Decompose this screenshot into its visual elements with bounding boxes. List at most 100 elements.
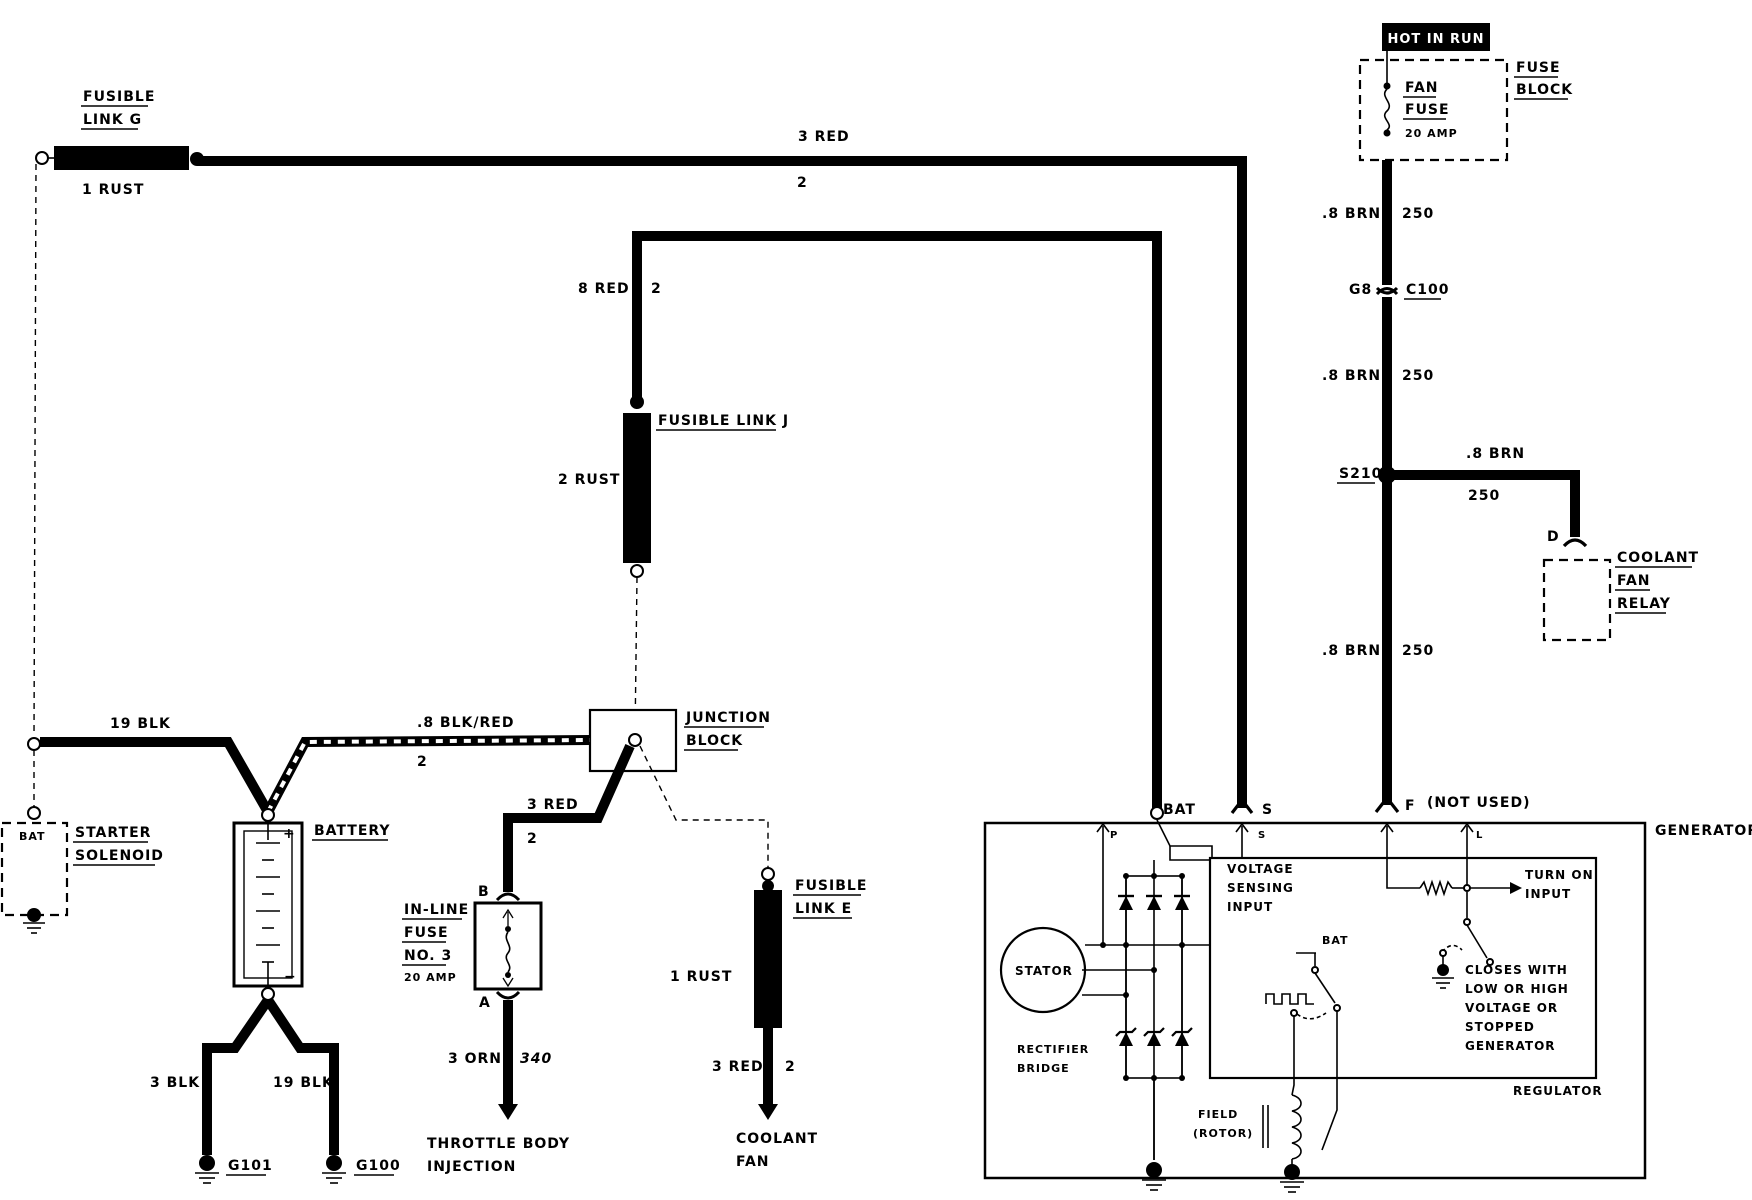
l-label: L (1476, 830, 1483, 841)
coolant-fan-relay-label-2: FAN (1617, 573, 1651, 589)
wire-1-rust: 1 RUST (82, 182, 144, 198)
voltage-sensing-1: VOLTAGE (1227, 862, 1294, 876)
hot-in-run-label: HOT IN RUN (1387, 32, 1484, 47)
stator (999, 926, 1210, 1014)
relay-pin-d: D (1547, 529, 1560, 545)
inline-fuse-label-1: IN-LINE (404, 902, 469, 918)
rectifier-label-2: BRIDGE (1017, 1062, 1070, 1075)
inline-fuse-label-3: NO. 3 (404, 948, 452, 964)
turn-on-input-1: TURN ON (1525, 868, 1594, 882)
battery-label: BATTERY (314, 823, 391, 839)
generator-label: GENERATOR (1655, 823, 1752, 839)
turn-on-input-2: INPUT (1525, 887, 1571, 901)
wire-3-orn: 3 ORN (448, 1051, 502, 1067)
fan-fuse-label-1: FAN (1405, 80, 1439, 96)
wire-250-4: 250 (1402, 643, 1434, 659)
fuse-block-label-2: BLOCK (1516, 82, 1573, 98)
reg-bat-label: BAT (1322, 934, 1349, 947)
coolant-fan-relay-label-3: RELAY (1617, 596, 1671, 612)
fusible-link-g (35, 146, 1254, 814)
wire-250-2: 250 (1402, 368, 1434, 384)
voltage-sensing-3: INPUT (1227, 900, 1273, 914)
generator-ground-icon (1142, 1162, 1166, 1191)
voltage-sensing-2: SENSING (1227, 881, 1294, 895)
battery (232, 821, 304, 988)
wire-2-rust: 2 RUST (558, 472, 620, 488)
pin-a: A (479, 995, 491, 1011)
fusible-link-e (639, 745, 782, 1120)
closes-with-3: VOLTAGE OR (1465, 1001, 1558, 1015)
throttle-label-2: INJECTION (427, 1159, 516, 1175)
wire-8brn-3: .8 BRN (1466, 446, 1525, 462)
battery-ground-wires (202, 987, 339, 1155)
inline-fuse-label-2: FUSE (404, 925, 449, 941)
regulator-internals (1265, 858, 1522, 1151)
s-inner-label: S (1258, 830, 1266, 841)
s210-label: S210 (1339, 466, 1382, 482)
gen-f-label: F (1405, 798, 1416, 814)
pin-b: B (478, 884, 490, 900)
g8-label: G8 (1349, 282, 1372, 298)
battery-positive-wires (27, 735, 591, 822)
closes-with-2: LOW OR HIGH (1465, 982, 1569, 996)
brown-wire-250 (1374, 160, 1588, 813)
fan-fuse-symbol (1383, 51, 1391, 137)
field-label-1: FIELD (1198, 1108, 1238, 1121)
wire-340: 340 (520, 1051, 552, 1067)
wire-1-rust-e: 1 RUST (670, 969, 732, 985)
dashed-solenoid-link (33, 163, 37, 737)
wire-8brn-4: .8 BRN (1322, 643, 1381, 659)
wire-250-3: 250 (1468, 488, 1500, 504)
wire-8-red: 8 RED (578, 281, 630, 297)
g101-label: G101 (228, 1158, 273, 1174)
coolant-fan-relay-label-1: COOLANT (1617, 550, 1699, 566)
inline-fuse-wire (473, 743, 635, 1120)
wire-2-mid: 2 (651, 281, 662, 297)
junction-block-label-2: BLOCK (686, 733, 743, 749)
regulator-label: REGULATOR (1513, 1084, 1603, 1098)
red-wire-8-bat (623, 231, 1164, 820)
g100-ground-icon (322, 1155, 346, 1184)
fuse-block-label-1: FUSE (1516, 60, 1561, 76)
closes-with-4: STOPPED (1465, 1020, 1535, 1034)
wire-3-red-e: 3 RED (712, 1059, 764, 1075)
gen-s-label: S (1262, 802, 1273, 818)
battery-minus: − (284, 969, 297, 985)
solenoid-bat: BAT (19, 830, 46, 843)
solenoid-ground-icon (23, 908, 45, 934)
field-label-2: (ROTOR) (1193, 1127, 1253, 1140)
inline-fuse-amp: 20 AMP (404, 971, 457, 984)
regulator (1208, 856, 1598, 1080)
wire-3-red-mid: 3 RED (527, 797, 579, 813)
fusible-link-e-label-2: LINK E (795, 901, 852, 917)
battery-plus: + (283, 826, 296, 842)
wire-8brn-1: .8 BRN (1322, 206, 1381, 222)
wire-2-mid2: 2 (527, 831, 538, 847)
stator-label: STATOR (1015, 964, 1073, 978)
coolant-fan-label-2: FAN (736, 1154, 770, 1170)
throttle-label-1: THROTTLE BODY (427, 1136, 570, 1152)
generator-internal-wiring (1096, 819, 1474, 945)
fan-fuse-label-2: FUSE (1405, 102, 1450, 118)
g101-ground-icon (195, 1155, 219, 1184)
gen-bat-label: BAT (1163, 802, 1196, 818)
rectifier-label-1: RECTIFIER (1017, 1043, 1089, 1056)
hot-in-run-banner: HOT IN RUN (1382, 23, 1490, 51)
wire-3-blk: 3 BLK (150, 1075, 200, 1091)
g100-label: G100 (356, 1158, 401, 1174)
fusible-link-g-label-1: FUSIBLE (83, 89, 155, 105)
wire-250-1: 250 (1402, 206, 1434, 222)
closes-with-1: CLOSES WITH (1465, 963, 1568, 977)
wire-2-e: 2 (785, 1059, 796, 1075)
wire-8brn-2: .8 BRN (1322, 368, 1381, 384)
not-used-label: (NOT USED) (1427, 795, 1530, 811)
wire-19-blk: 19 BLK (110, 716, 171, 732)
field-rotor (1262, 1094, 1304, 1193)
coolant-fan-label-1: COOLANT (736, 1131, 818, 1147)
fuse-block (1358, 58, 1509, 162)
wire-2-top: 2 (797, 175, 808, 191)
starter-solenoid (0, 821, 69, 917)
fusible-link-g-label-2: LINK G (83, 112, 142, 128)
c100-label: C100 (1406, 282, 1450, 298)
